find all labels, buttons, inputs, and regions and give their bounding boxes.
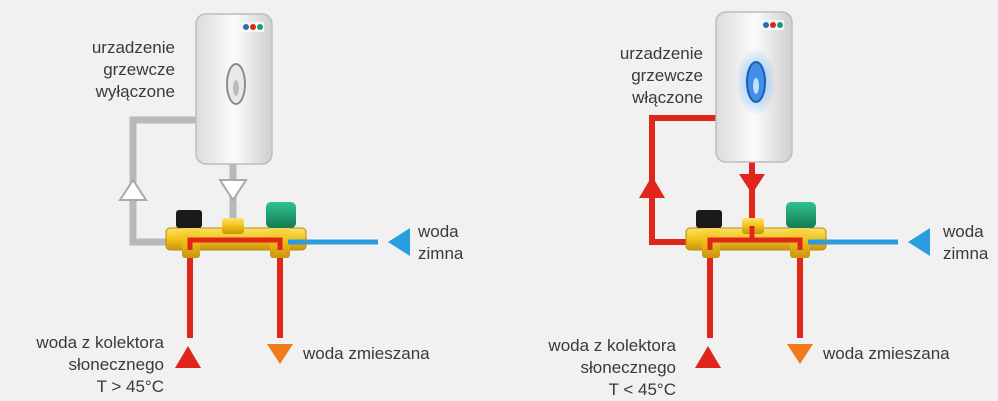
cold-water-label: woda zimna: [943, 221, 988, 265]
heater-label-line: wyłączone: [95, 82, 175, 101]
hot-pipes: [707, 237, 803, 338]
heater-label-line: grzewcze: [103, 60, 175, 79]
collector-label-line: woda z kolektora: [36, 333, 164, 352]
mixed-outlet-arrow-icon: [787, 344, 813, 364]
mixing-valve: [685, 202, 827, 258]
cold-inlet-arrow-icon: [388, 228, 410, 256]
collector-arrow-icon: [175, 346, 201, 368]
cold-inlet-arrow-icon: [908, 228, 930, 256]
diagram-heater-on: urzadzenie grzewcze włączone woda zimna …: [499, 0, 998, 399]
collector-arrow-icon: [695, 346, 721, 368]
hot-pipes: [187, 237, 283, 338]
water-heater: [195, 13, 273, 165]
collector-label-line: słonecznego: [68, 355, 164, 374]
mixed-outlet-arrow-icon: [267, 344, 293, 364]
mixed-water-label: woda zmieszana: [823, 344, 950, 363]
down-arrow-icon: [739, 174, 765, 194]
collector-label-line: woda z kolektora: [548, 336, 676, 355]
heater-label-line: urzadzenie: [619, 44, 703, 63]
mixed-water-label: woda zmieszana: [303, 344, 430, 363]
up-arrow-icon: [639, 176, 665, 198]
collector-label-line: słonecznego: [580, 358, 676, 377]
heater-label: urzadzenie grzewcze wyłączone: [92, 37, 175, 103]
system-schematic-on: [639, 11, 930, 368]
diagram-heater-off: urzadzenie grzewcze wyłączone woda zimna…: [0, 0, 499, 397]
brand-logo-icon: [754, 20, 784, 30]
cold-water-label-line: zimna: [943, 244, 989, 263]
heater-label-line: urzadzenie: [91, 38, 175, 57]
system-schematic-off: [118, 13, 410, 368]
collector-label-line: T < 45°C: [608, 380, 676, 399]
collector-label: woda z kolektora słonecznego T < 45°C: [548, 335, 676, 401]
brand-logo-icon: [234, 22, 264, 32]
cold-water-label: woda zimna: [418, 221, 463, 265]
cold-water-label-line: woda: [943, 222, 984, 241]
water-heater: [715, 11, 793, 163]
collector-label: woda z kolektora słonecznego T > 45°C: [36, 332, 164, 398]
up-arrow-icon: [118, 178, 148, 201]
collector-label-line: T > 45°C: [96, 377, 164, 396]
down-arrow-icon: [218, 179, 248, 202]
cold-water-label-line: woda: [418, 222, 459, 241]
heater-label-line: grzewcze: [631, 66, 703, 85]
heater-label: urzadzenie grzewcze włączone: [620, 43, 703, 109]
cold-water-label-line: zimna: [418, 244, 464, 263]
heater-label-line: włączone: [632, 88, 703, 107]
